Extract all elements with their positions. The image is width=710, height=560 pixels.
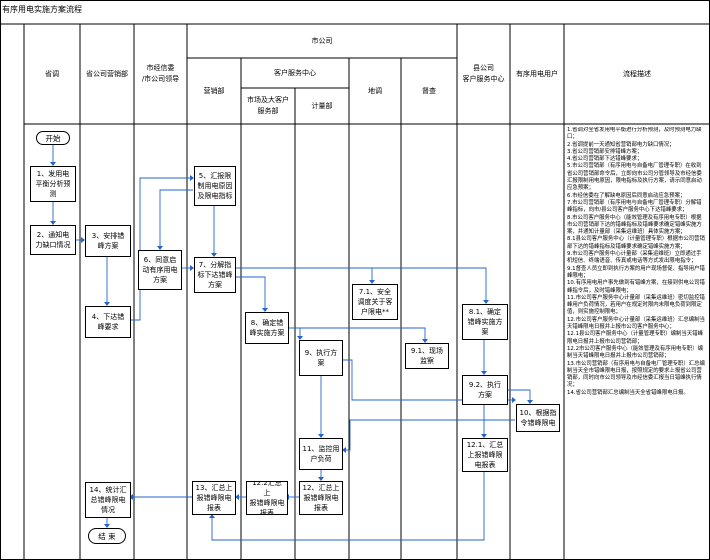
lane-header-xian-gongsi: 县公司 客户服务中心 bbox=[462, 64, 505, 83]
connector-lines bbox=[52, 144, 531, 541]
description-item: 12.1县公司客户服务中心（计量管理专职）编制当天错峰限电日报并上报市公司营销部… bbox=[567, 331, 703, 345]
description-item: 10.有序用电用户事先做到有错峰方案，在接到供电公司错峰指令后，及时错峰限电； bbox=[567, 280, 705, 294]
lane-header-didiao: 地调 bbox=[368, 86, 382, 95]
lane-header-ducha: 督查 bbox=[422, 86, 436, 95]
step-8-1-node: 8.1、确定 错峰实施方 案 bbox=[462, 304, 508, 340]
description-item: 12.2市公司客户服务中心（能效管理及有序用电专职）编制当天错峰限电日报并上报市… bbox=[567, 345, 703, 360]
step-12-node: 12、汇总上 报错峰限电 报表 bbox=[299, 481, 343, 515]
description-item: 6.市经信委在了解缺电原因后同意启动应急预案； bbox=[567, 192, 686, 199]
description-item: 9.市公司客户服务中心计量部（采集运维班）立即通过手机短信、终端语音、传真或电话… bbox=[567, 251, 702, 265]
step-11-node: 11、监控用 户负荷 bbox=[299, 438, 343, 470]
description-item: 5.市公司营销部（有序用电与自备电厂管理专职）在收到省公司营销部命令后，立即向市… bbox=[567, 163, 702, 192]
page-title: 有序用电实施方案流程 bbox=[2, 5, 82, 14]
description-item: 4.省公司营销部下达错峰要求； bbox=[567, 156, 643, 163]
step-3-node: 3、安排错 峰方案 bbox=[85, 225, 131, 257]
start-node: 开始 bbox=[36, 131, 70, 145]
description-item: 12.市公司客户服务中心计量部（采集运维班）汇总编制当天错峰限电日报并上报市公司… bbox=[567, 316, 705, 331]
lane-header-kehu-fuwu: 客户服务中心 bbox=[274, 68, 316, 77]
lane-header-jiliang: 计量部 bbox=[311, 101, 333, 110]
description-item: 8.市公司客户服务中心（能效管理及有序用电专职）根据市公司营销部下达的错峰指标及… bbox=[567, 214, 702, 236]
lane-header-yingxiaobu: 营销部 bbox=[203, 86, 225, 95]
step-9-node: 9、执行方 案 bbox=[299, 340, 343, 376]
step-14-node: 14、统计汇 总错峰限电 情况 bbox=[85, 482, 131, 518]
description-item: 9.1督查人员立即到执行方案的用户现场督促、指导用户错峰限电； bbox=[567, 265, 705, 279]
description-item: 8.1县公司客户服务中心（计量管理专职）根据市公司营销部下达的错峰指标及错峰要求… bbox=[567, 236, 705, 250]
description-item: 1.省调对全省发用电平衡进行分析预测，及时预测电力缺口； bbox=[567, 127, 702, 141]
lane-header-shengdiao: 省调 bbox=[45, 69, 59, 78]
description-item: 14.省公司营销部汇总编制当天全省错峰限电日报。 bbox=[567, 389, 689, 396]
step-7-node: 7、分解指 标下达错峰 方案 bbox=[194, 257, 236, 293]
step-4-node: 4、下达错 峰要求 bbox=[85, 306, 131, 338]
description-item: 11.市公司客户服务中心计量部（采集运维班）密切监控错峰用户负荷情况，若用户在规… bbox=[567, 294, 705, 316]
step-8-node: 8、确定错 峰实施方案 bbox=[245, 312, 289, 344]
step-12-2-node: 12.2汇总上 报错峰限电 报表 bbox=[246, 481, 288, 515]
lane-header-yonghu: 有序用电用户 bbox=[516, 69, 558, 78]
step-7-1-node: 7.1、安全 调度关于客 户限电** bbox=[352, 284, 398, 320]
step-13-node: 13、汇总上 报错峰限电 报表 bbox=[192, 481, 236, 515]
end-node: 结 束 bbox=[88, 528, 126, 544]
description-item: 2.省调提前一天通知省营销部电力缺口情况； bbox=[567, 141, 675, 148]
description-item: 13.市公司营销部（有序用电与自备电厂管理专职）汇总编制当天全市错峰限电日报，按… bbox=[567, 360, 705, 389]
lane-header-shichang: 市场及大客户 服务部 bbox=[247, 96, 289, 115]
step-2-node: 2、通知电 力缺口情况 bbox=[30, 225, 76, 255]
description-item: 3.省公司营销部安排错峰方案； bbox=[567, 148, 643, 155]
step-1-node: 1、发用电 平衡分析预 测 bbox=[30, 166, 76, 202]
step-9-2-node: 9.2、执行 方案 bbox=[462, 375, 508, 405]
lane-header-sheng-yingxiao: 省公司营销部 bbox=[86, 69, 128, 78]
lane-header-miaoshu: 流程描述 bbox=[623, 69, 651, 78]
step-9-1-node: 9.1、现场 监察 bbox=[405, 343, 449, 369]
step-12-1-node: 12.1、汇总 上报错峰限 电报表 bbox=[462, 438, 508, 472]
lane-header-shi-gongsi: 市公司 bbox=[311, 36, 333, 45]
description-item: 7.市公司营销部（有序用电与自备电厂管理专职）分解错峰指标，向市/县公司客户服务… bbox=[567, 199, 702, 214]
arrowheads bbox=[50, 162, 533, 528]
step-6-node: 6、同意启 动有序用电 方案 bbox=[138, 250, 182, 290]
step-5-node: 5、汇报限 制用电原因 及限电指标 bbox=[194, 166, 236, 206]
process-description: 1.省调对全省发用电平衡进行分析预测，及时预测电力缺口；2.省调提前一天通知省营… bbox=[567, 127, 706, 555]
lane-header-shi-jingxinwei: 市经信委 /市公司领导 bbox=[141, 64, 180, 83]
step-10-node: 10、根据指 令错峰限电 bbox=[516, 404, 560, 432]
